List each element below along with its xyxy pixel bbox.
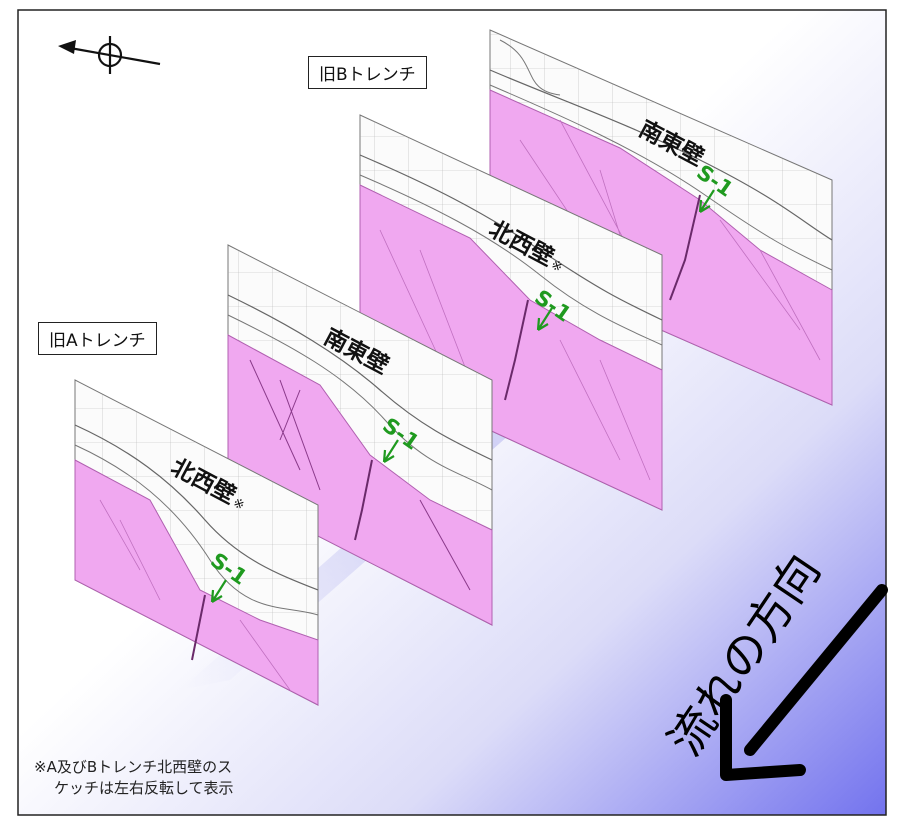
wall-panel-b-northwest	[359, 114, 663, 511]
wall-panel-a-northwest	[74, 379, 319, 706]
north-arrow-icon	[58, 36, 161, 74]
footnote-line: ケッチは左右反転して表示	[54, 779, 234, 797]
fault-arrows	[210, 189, 715, 603]
wall-panel-b-southeast	[489, 29, 833, 406]
trench-a-label: 旧Aトレンチ	[38, 322, 157, 355]
arrow-down-left-icon	[720, 584, 888, 781]
wall-panel-a-southeast	[227, 244, 493, 626]
footnote-line: ※A及びBトレンチ北西壁のス	[34, 758, 233, 776]
trench-b-label: 旧Bトレンチ	[308, 56, 427, 89]
footnote: ※A及びBトレンチ北西壁のス ケッチは左右反転して表示	[34, 757, 234, 799]
